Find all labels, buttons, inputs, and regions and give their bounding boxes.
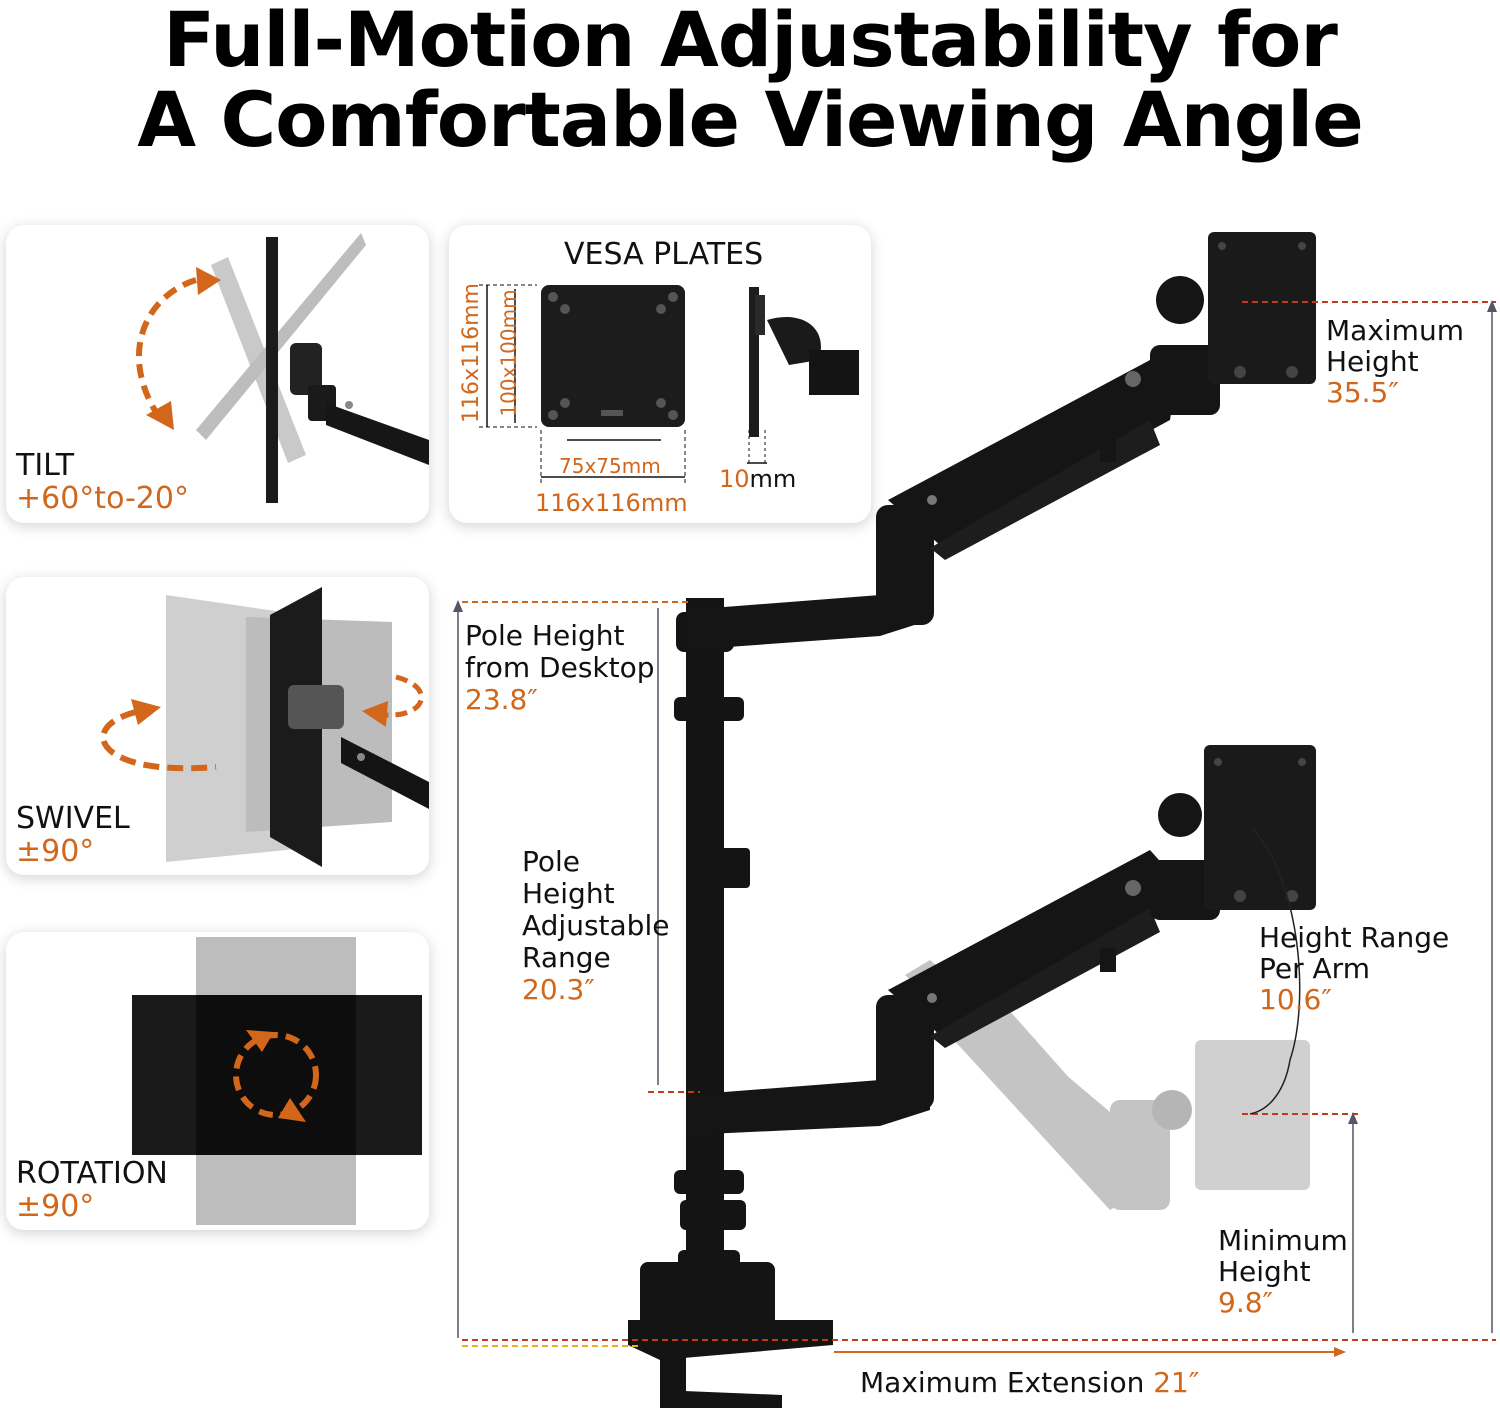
vesa-card: VESA PLATES 116x116mm 100x100mm 75x75mm … bbox=[449, 225, 871, 523]
min-height-label-2: Height bbox=[1218, 1255, 1311, 1288]
vesa-thickness-unit: mm bbox=[749, 465, 797, 493]
vesa-thickness-value: 10 bbox=[719, 465, 750, 493]
page-title-line-1: Full-Motion Adjustability for bbox=[163, 0, 1338, 84]
pole-range-label-3: Adjustable bbox=[522, 909, 670, 942]
pole-height-label-1: Pole Height bbox=[465, 619, 625, 652]
swivel-value: ±90° bbox=[16, 834, 95, 869]
pole bbox=[674, 598, 750, 1338]
swivel-arrow-icon bbox=[100, 674, 424, 772]
min-height-label-1: Minimum bbox=[1218, 1224, 1348, 1257]
tilt-label: TILT bbox=[16, 448, 75, 483]
rotation-value: ±90° bbox=[16, 1189, 95, 1224]
min-height-value: 9.8″ bbox=[1218, 1286, 1273, 1319]
pole-range-value: 20.3″ bbox=[522, 973, 595, 1006]
dimension-lines bbox=[453, 300, 1497, 1357]
swivel-label: SWIVEL bbox=[16, 801, 130, 836]
clamp-base bbox=[628, 1262, 833, 1408]
pole-range-label-4: Range bbox=[522, 941, 611, 974]
pole-height-value: 23.8″ bbox=[465, 683, 538, 716]
tilt-arrow-icon bbox=[135, 267, 221, 430]
vesa-outer-horizontal: 116x116mm bbox=[535, 489, 688, 517]
max-extension-value: 21″ bbox=[1153, 1366, 1200, 1399]
max-height-label-1: Maximum bbox=[1326, 314, 1464, 347]
rotation-arrow-icon bbox=[233, 1030, 319, 1122]
swivel-card: SWIVEL ±90° bbox=[6, 577, 429, 875]
max-extension: Maximum Extension 21″ bbox=[860, 1367, 1199, 1399]
arm-range-label-1: Height Range bbox=[1259, 921, 1450, 954]
pole-range-label-1: Pole bbox=[522, 845, 581, 878]
page-title-line-2: A Comfortable Viewing Angle bbox=[137, 75, 1364, 164]
arm-range-label-2: Per Arm bbox=[1259, 952, 1370, 985]
rotation-illustration bbox=[132, 937, 422, 1225]
arm-range-value: 10.6″ bbox=[1259, 983, 1332, 1016]
tilt-card: TILT +60°to-20° bbox=[6, 225, 429, 523]
lower-arm bbox=[686, 745, 1316, 1135]
max-height-label-2: Height bbox=[1326, 345, 1419, 378]
tilt-value: +60°to-20° bbox=[16, 481, 189, 516]
tilt-illustration bbox=[196, 233, 429, 503]
rotation-label: ROTATION bbox=[16, 1156, 168, 1191]
vesa-inner-horizontal: 75x75mm bbox=[559, 454, 661, 478]
max-height-value: 35.5″ bbox=[1326, 376, 1399, 409]
rotation-card: ROTATION ±90° bbox=[6, 932, 429, 1230]
pole-range-label-2: Height bbox=[522, 877, 615, 910]
vesa-plate-diagram bbox=[479, 284, 859, 483]
vesa-title: VESA PLATES bbox=[564, 237, 764, 272]
upper-arm bbox=[686, 232, 1316, 650]
max-extension-label: Maximum Extension bbox=[860, 1366, 1145, 1399]
pole-height-label-2: from Desktop bbox=[465, 651, 655, 684]
swivel-illustration bbox=[166, 587, 429, 867]
vesa-thickness: 10mm bbox=[719, 463, 796, 495]
